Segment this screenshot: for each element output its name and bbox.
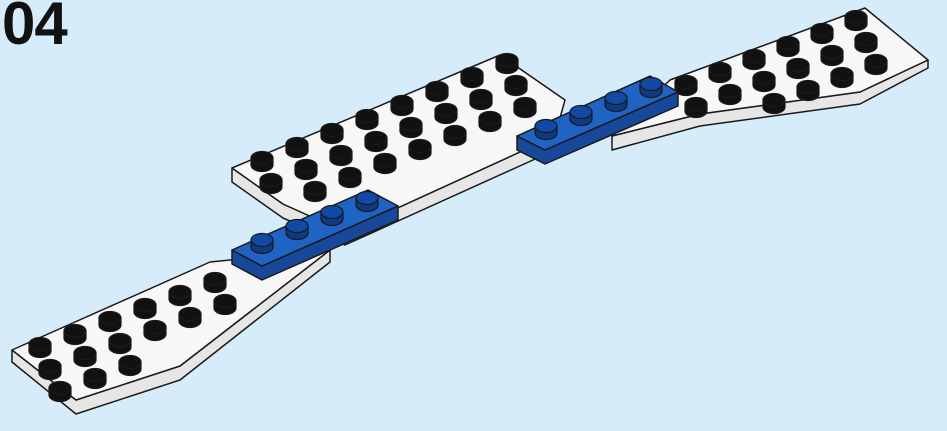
stud bbox=[251, 234, 273, 254]
stud bbox=[514, 98, 536, 118]
stud bbox=[64, 325, 86, 345]
stud bbox=[204, 273, 226, 293]
stud bbox=[640, 78, 662, 98]
stud bbox=[374, 154, 396, 174]
stud bbox=[570, 106, 592, 126]
stud bbox=[391, 96, 413, 116]
stud bbox=[685, 98, 707, 118]
stud bbox=[251, 152, 273, 172]
stud bbox=[426, 82, 448, 102]
stud bbox=[260, 174, 282, 194]
stud bbox=[109, 334, 131, 354]
stud bbox=[365, 132, 387, 152]
stud bbox=[719, 85, 741, 105]
stud bbox=[214, 295, 236, 315]
stud bbox=[49, 382, 71, 402]
stud bbox=[811, 24, 833, 44]
stud bbox=[169, 286, 191, 306]
stud bbox=[470, 90, 492, 110]
stud bbox=[321, 124, 343, 144]
stud bbox=[435, 104, 457, 124]
stud bbox=[74, 347, 96, 367]
stud bbox=[304, 182, 326, 202]
stud bbox=[461, 68, 483, 88]
stud bbox=[400, 118, 422, 138]
stud bbox=[356, 192, 378, 212]
stud bbox=[845, 11, 867, 31]
stud bbox=[339, 168, 361, 188]
stud bbox=[409, 140, 431, 160]
stud bbox=[144, 321, 166, 341]
stud bbox=[29, 338, 51, 358]
stud bbox=[179, 308, 201, 328]
stud bbox=[777, 37, 799, 57]
stud bbox=[496, 54, 518, 74]
stud bbox=[865, 55, 887, 75]
stud bbox=[505, 76, 527, 96]
stud bbox=[330, 146, 352, 166]
stud bbox=[821, 46, 843, 66]
stud bbox=[321, 206, 343, 226]
stud bbox=[787, 59, 809, 79]
stud bbox=[797, 81, 819, 101]
stud bbox=[743, 50, 765, 70]
stud bbox=[444, 126, 466, 146]
stud bbox=[831, 68, 853, 88]
stud bbox=[286, 138, 308, 158]
stud bbox=[753, 72, 775, 92]
stud bbox=[39, 360, 61, 380]
stud bbox=[763, 94, 785, 114]
stud bbox=[605, 92, 627, 112]
stud bbox=[84, 369, 106, 389]
stud bbox=[134, 299, 156, 319]
stud bbox=[119, 356, 141, 376]
stud bbox=[479, 112, 501, 132]
stud bbox=[535, 120, 557, 140]
stud bbox=[855, 33, 877, 53]
stud bbox=[99, 312, 121, 332]
white-wedge-plate-left bbox=[12, 250, 330, 414]
stud bbox=[295, 160, 317, 180]
stud bbox=[709, 63, 731, 83]
stud bbox=[356, 110, 378, 130]
stud bbox=[286, 220, 308, 240]
white-wedge-plate-right bbox=[612, 8, 928, 150]
